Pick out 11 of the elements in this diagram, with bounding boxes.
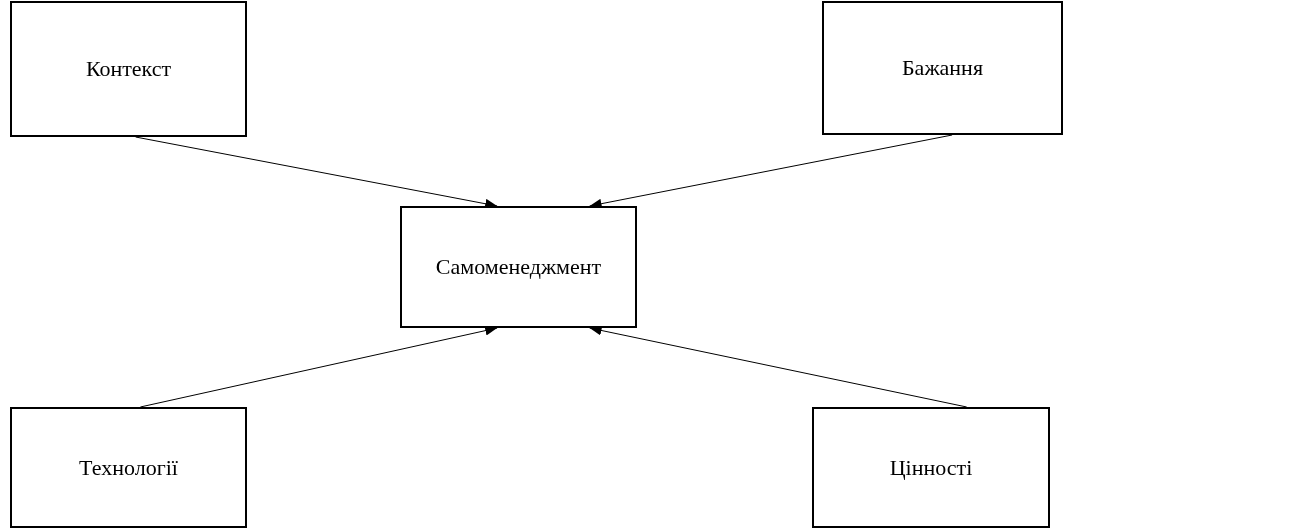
text-box	[400, 206, 637, 328]
text-box	[822, 1, 1063, 135]
box-label: Бажання	[902, 55, 983, 81]
text-box	[10, 1, 247, 137]
box-label: Цінності	[889, 454, 973, 481]
box-label: Технології	[79, 454, 178, 481]
text-box	[10, 407, 247, 528]
box-label: Самоменеджмент	[435, 254, 602, 280]
text-box	[812, 407, 1050, 528]
arrow	[135, 136, 498, 209]
box-label: Контекст	[85, 56, 172, 82]
